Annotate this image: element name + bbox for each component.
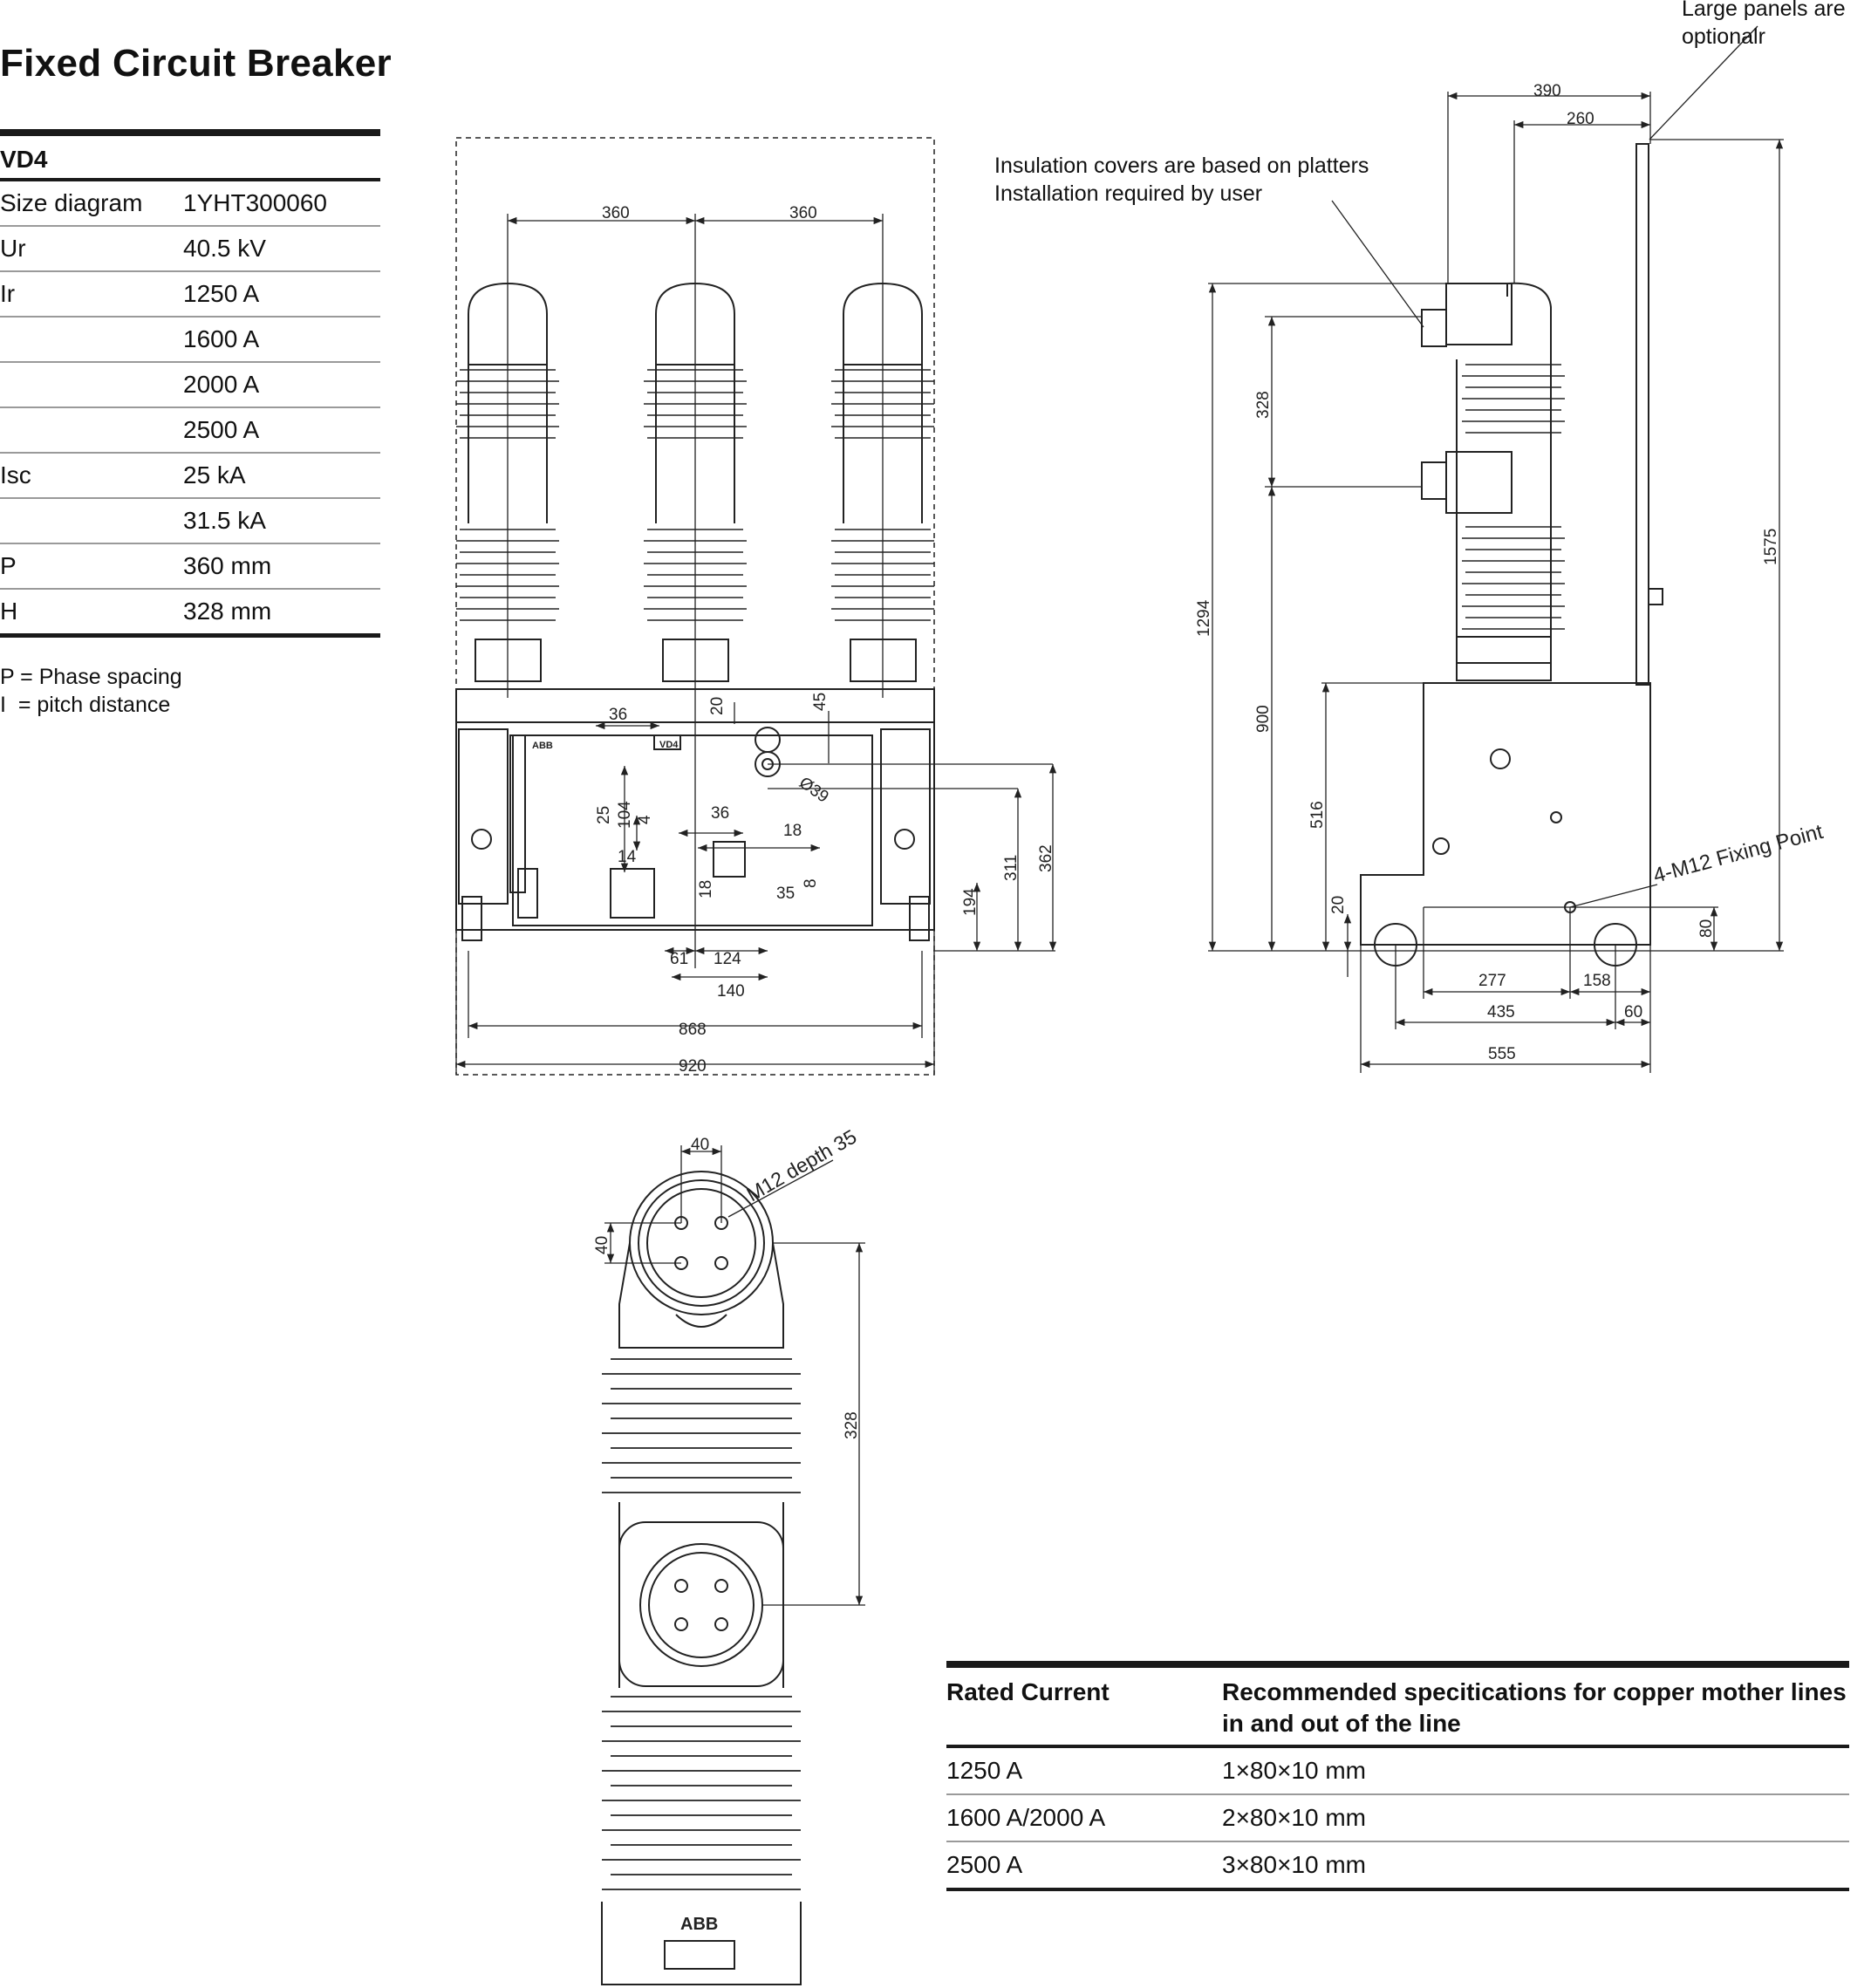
vd4-label-front: VD4	[659, 740, 679, 750]
spec-key: Ir	[0, 271, 183, 318]
spec-key: Ur	[0, 226, 183, 272]
dim-8: 8	[802, 878, 820, 888]
rec-cell-spec: 3×80×10 mm	[1222, 1841, 1849, 1891]
dim-124: 124	[714, 950, 741, 968]
note-phase-spacing: P = Phase spacing	[0, 665, 182, 689]
callout-insulation-covers: Insulation covers are based on platters …	[994, 154, 1369, 206]
dim-40-vertical: 40	[593, 1236, 611, 1254]
rec-cell-spec: 1×80×10 mm	[1222, 1746, 1849, 1795]
page-title: Fixed Circuit Breaker	[0, 42, 392, 85]
dim-900: 900	[1254, 705, 1273, 733]
dim-4: 4	[636, 815, 654, 824]
callout-large-panels: Large panels are optionalr	[1682, 0, 1846, 49]
spec-key: H	[0, 589, 183, 638]
dim-555: 555	[1488, 1045, 1516, 1063]
spec-key: Size diagram	[0, 180, 183, 227]
dim-277: 277	[1478, 972, 1506, 990]
spec-value: 360 mm	[183, 543, 380, 590]
spec-key: Isc	[0, 453, 183, 499]
dim-diameter-39: Ø39	[796, 774, 831, 807]
dim-328-side: 328	[1254, 391, 1273, 419]
spec-value: 2500 A	[183, 407, 380, 454]
note-pitch-distance: I = pitch distance	[0, 693, 171, 717]
rec-cell-current: 1600 A/2000 A	[946, 1794, 1222, 1842]
dim-360-right: 360	[789, 204, 817, 222]
callout-fixing-point: 4-M12 Fixing Point	[1651, 820, 1827, 888]
dim-20-side: 20	[1329, 896, 1348, 914]
dim-516: 516	[1308, 801, 1327, 829]
logo-labels: ABB VD4 ABB	[532, 740, 718, 1934]
dim-260: 260	[1567, 110, 1594, 128]
abb-logo-front: ABB	[532, 741, 553, 751]
dim-61: 61	[670, 950, 688, 968]
dim-60: 60	[1624, 1003, 1642, 1021]
spec-value: 1YHT300060	[183, 180, 380, 227]
top-dimension-labels: 40 40 328	[593, 1136, 861, 1439]
spec-value: 1600 A	[183, 317, 380, 363]
dim-20: 20	[708, 697, 727, 715]
side-dimension-labels: 390 260 1294 328 900 516 20 1575 80 277 …	[1195, 82, 1780, 1063]
dim-868: 868	[679, 1021, 707, 1039]
spec-key	[0, 407, 183, 454]
rec-cell-current: 2500 A	[946, 1841, 1222, 1891]
abb-logo-top: ABB	[680, 1915, 718, 1934]
side-view	[1208, 25, 1784, 1073]
recommendation-table: Rated Current Recommended specitications…	[946, 1661, 1849, 1891]
rec-cell-spec: 2×80×10 mm	[1222, 1794, 1849, 1842]
dim-45: 45	[811, 693, 830, 711]
top-view	[601, 1145, 865, 1985]
rec-cell-current: 1250 A	[946, 1746, 1222, 1795]
dim-140: 140	[717, 982, 745, 1001]
spec-value: 25 kA	[183, 453, 380, 499]
dim-158: 158	[1583, 972, 1611, 990]
spec-key	[0, 362, 183, 408]
dim-435: 435	[1487, 1003, 1515, 1021]
spec-key	[0, 498, 183, 544]
dim-14: 14	[618, 848, 637, 866]
rec-header-specification: Recommended specitications for copper mo…	[1222, 1661, 1849, 1748]
dim-36: 36	[609, 706, 627, 724]
dim-1294: 1294	[1195, 599, 1213, 637]
dim-104: 104	[616, 801, 634, 829]
spec-table-header: VD4	[0, 129, 380, 181]
dim-194: 194	[961, 888, 980, 916]
dim-328-top: 328	[843, 1411, 861, 1439]
dim-1575: 1575	[1762, 529, 1780, 565]
dim-362: 362	[1037, 844, 1055, 872]
dim-311: 311	[1002, 855, 1021, 881]
dim-80: 80	[1697, 919, 1716, 938]
spec-key: P	[0, 543, 183, 590]
dim-390: 390	[1533, 82, 1561, 100]
dim-40-horizontal: 40	[691, 1136, 709, 1154]
spec-value: 40.5 kV	[183, 226, 380, 272]
legend-notes: P = Phase spacing I = pitch distance	[0, 663, 182, 719]
spec-value: 2000 A	[183, 362, 380, 408]
dim-920: 920	[679, 1057, 707, 1076]
rec-header-rated-current: Rated Current	[946, 1661, 1222, 1748]
front-dimension-labels: 360 360 36 20 45 Ø39 25 104 4 14 36 18 1…	[595, 204, 1055, 1076]
front-view	[455, 137, 1057, 1076]
spec-value: 328 mm	[183, 589, 380, 638]
spec-value: 31.5 kA	[183, 498, 380, 544]
dim-360-left: 360	[602, 204, 630, 222]
dim-18-vertical: 18	[697, 880, 715, 898]
dim-25: 25	[595, 806, 613, 824]
dim-35: 35	[776, 885, 795, 903]
callout-m12-depth: M12 depth 35	[743, 1124, 861, 1206]
dim-18-horizontal: 18	[783, 822, 802, 840]
dim-36-small: 36	[711, 804, 729, 823]
spec-value: 1250 A	[183, 271, 380, 318]
spec-key	[0, 317, 183, 363]
